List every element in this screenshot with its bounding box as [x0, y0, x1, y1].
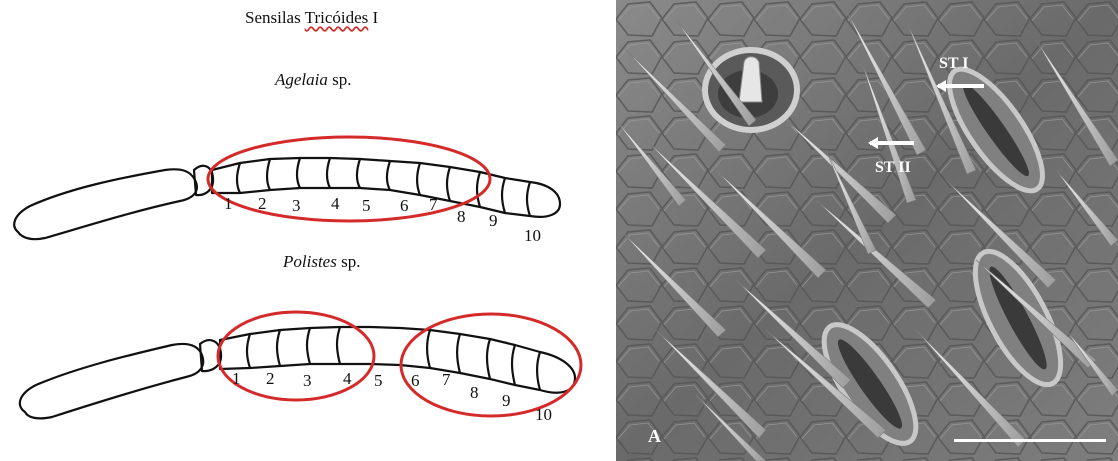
highlight-ellipse-polistes-apical	[401, 314, 581, 416]
sem-micrograph: ST I ST II A	[616, 0, 1118, 461]
segment-number: 3	[292, 196, 301, 215]
segment-number: 7	[442, 370, 451, 389]
segment-number: 1	[232, 369, 241, 388]
segment-number: 4	[343, 369, 352, 388]
segment-number: 2	[266, 369, 275, 388]
antenna-agelaia	[14, 158, 560, 239]
segment-number: 8	[470, 383, 479, 402]
label-st1: ST I	[939, 55, 969, 72]
label-st2: ST II	[875, 159, 911, 176]
segment-number: 4	[331, 194, 340, 213]
segment-number: 6	[400, 196, 409, 215]
segment-number: 9	[502, 391, 511, 410]
segment-number: 10	[535, 405, 552, 424]
segment-number: 1	[224, 194, 233, 213]
segment-number: 7	[429, 195, 438, 214]
segment-number: 5	[362, 196, 371, 215]
segment-number: 5	[374, 371, 383, 390]
segment-number: 3	[303, 371, 312, 390]
segment-number: 2	[258, 194, 267, 213]
segment-number: 6	[411, 371, 420, 390]
antenna-polistes	[20, 327, 575, 418]
sem-micrograph-panel: ST I ST II A	[616, 0, 1118, 461]
scape	[14, 169, 197, 239]
scape	[20, 344, 203, 418]
segment-number: 10	[524, 226, 541, 245]
panel-label: A	[648, 426, 661, 446]
antenna-diagram-panel: Sensilas Tricóides I Agelaia sp. Poliste…	[0, 0, 612, 461]
segment-number: 9	[489, 211, 498, 230]
antenna-drawings: 1 2 3 4 5 6 7 8 9 10 1 2 3 4 5 6 7 8 9 1…	[0, 0, 612, 461]
segment-number: 8	[457, 207, 466, 226]
scale-bar	[954, 439, 1106, 442]
